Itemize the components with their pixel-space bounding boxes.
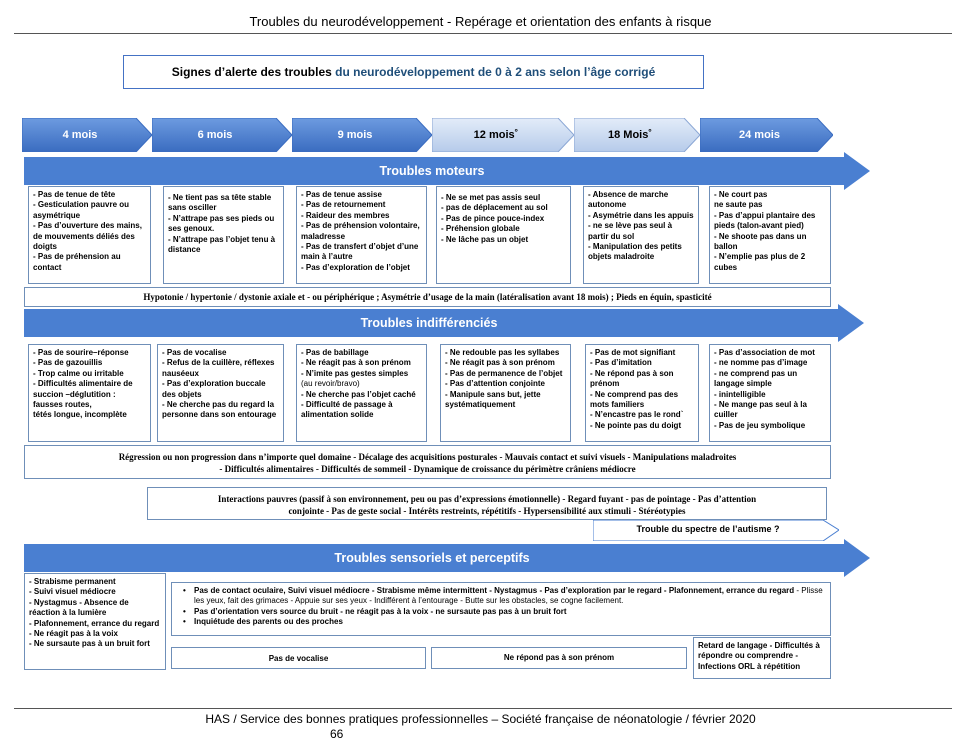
sensoriels-left: - Strabisme permanent- Suivi visuel médi…	[24, 573, 166, 670]
moteurs-summary: Hypotonie / hypertonie / dystonie axiale…	[24, 287, 831, 307]
title-part1: Signes d’alerte des troubles	[171, 65, 332, 79]
age-24-mois: 24 mois	[700, 118, 833, 152]
moteurs-18-mois: - Absence de marche autonome- Asymétrie …	[583, 186, 699, 284]
age-4-mois: 4 mois	[22, 118, 152, 152]
sensoriels-main: Pas de contact oculaire, Suivi visuel mé…	[171, 582, 831, 636]
page-title: Signes d’alerte des troubles du neurodév…	[123, 55, 704, 89]
sensoriels-right: Retard de langage - Difficultés à répond…	[693, 637, 831, 679]
page-footer: HAS / Service des bonnes pratiques profe…	[205, 712, 756, 726]
autism-signs: Interactions pauvres (passif à son envir…	[147, 487, 827, 520]
band-troubles-indifferencies: Troubles indifférenciés	[24, 304, 864, 342]
age-12-mois: 12 mois˚	[432, 118, 574, 152]
autism-label: Trouble du spectre de l’autisme ?	[636, 524, 780, 534]
moteurs-9-mois: - Pas de tenue assise- Pas de retourneme…	[296, 186, 427, 284]
moteurs-12-mois: - Ne se met pas assis seul- pas de dépla…	[436, 186, 571, 284]
age-18-mois: 18 Mois˚	[574, 118, 700, 152]
indiff-24-mois: - Pas d’association de mot- ne nomme pas…	[709, 344, 831, 442]
moteurs-6-mois: - Ne tient pas sa tête stable sans oscil…	[163, 186, 284, 284]
indiff-18-mois: - Pas de mot signifiant- Pas d’imitation…	[585, 344, 699, 442]
age-6-mois: 6 mois	[152, 118, 292, 152]
sensoriels-pas-de-vocalise: Pas de vocalise	[171, 647, 426, 669]
title-part2: du neurodéveloppement de 0 à 2 ans selon…	[335, 65, 656, 79]
band-troubles-sensoriels: Troubles sensoriels et perceptifs	[24, 539, 870, 577]
indiff-4-mois: - Pas de sourire–réponse- Pas de gazouil…	[28, 344, 151, 442]
footer-rule	[14, 708, 952, 709]
page-number: 66	[330, 727, 344, 741]
autism-arrow: Trouble du spectre de l’autisme ?	[593, 520, 839, 541]
indiff-12-mois: - Ne redouble pas les syllabes- Ne réagi…	[440, 344, 571, 442]
sensoriels-prenom: Ne répond pas à son prénom	[431, 647, 687, 669]
header-rule	[14, 33, 952, 34]
page-header: Troubles du neurodéveloppement - Repérag…	[249, 14, 712, 29]
indiff-6-mois: - Pas de vocalise- Refus de la cuillère,…	[157, 344, 284, 442]
moteurs-4-mois: - Pas de tenue de tête- Gesticulation pa…	[28, 186, 151, 284]
indiff-9-mois: - Pas de babillage- Ne réagit pas à son …	[296, 344, 427, 442]
age-9-mois: 9 mois	[292, 118, 432, 152]
indiff-summary: Régression ou non progression dans n’imp…	[24, 445, 831, 479]
band-troubles-moteurs: Troubles moteurs	[24, 152, 870, 190]
